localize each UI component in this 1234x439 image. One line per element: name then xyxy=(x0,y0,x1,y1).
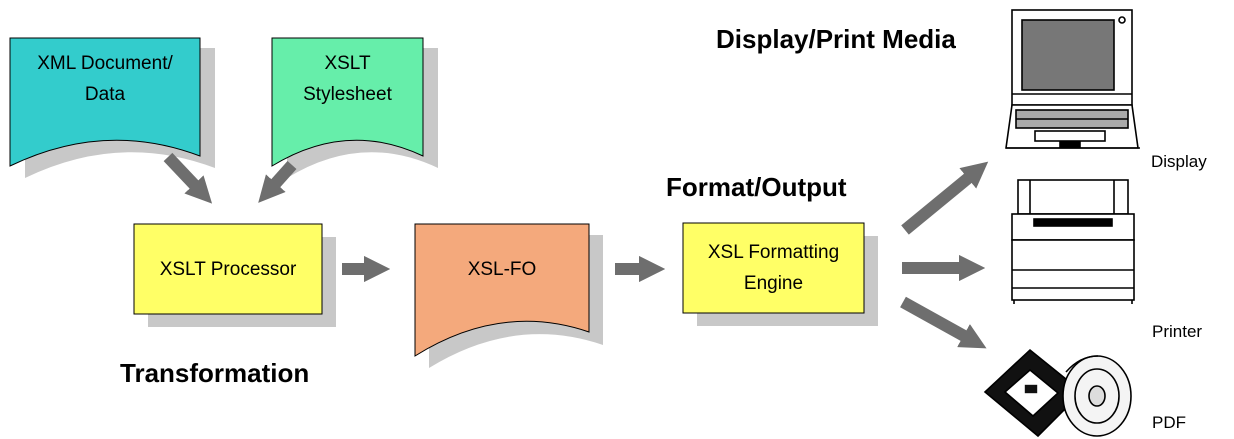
xslt-processor-node xyxy=(133,223,336,327)
printer-icon xyxy=(1011,179,1135,304)
flow-arrows xyxy=(163,152,989,349)
arrow-xml-to-processor xyxy=(163,152,213,204)
transformation-caption: Transformation xyxy=(120,358,310,388)
printer-caption: Printer xyxy=(1152,322,1203,341)
xslt-stylesheet-shape xyxy=(271,37,424,167)
xslt-processor-label: XSLT Processor xyxy=(159,258,297,280)
xml-document-node xyxy=(9,37,215,178)
xslt-processor-shape xyxy=(133,223,323,315)
formatting-engine-shape xyxy=(682,222,865,314)
arrow-engine-to-display xyxy=(901,161,989,235)
xml-document-label: XML Document/ Data xyxy=(37,53,173,105)
format-output-caption: Format/Output xyxy=(666,172,847,202)
xslt-stylesheet-label: XSLT Stylesheet xyxy=(303,53,392,105)
xml-document-shape xyxy=(9,37,201,167)
xslt-stylesheet-node xyxy=(271,37,438,178)
arrow-engine-to-pdf xyxy=(900,296,987,349)
disk-and-cd-icon xyxy=(983,348,1132,438)
display-caption: Display xyxy=(1151,152,1207,171)
xsl-fo-label: XSL-FO xyxy=(467,258,537,280)
formatting-engine-node xyxy=(682,222,878,326)
formatting-engine-label: XSL Formatting Engine xyxy=(707,242,840,294)
xsl-fo-node xyxy=(414,223,603,368)
display-print-media-caption: Display/Print Media xyxy=(716,24,956,54)
pdf-caption: PDF xyxy=(1152,413,1186,432)
xsl-fo-shape xyxy=(414,223,590,357)
laptop-icon xyxy=(1005,9,1140,149)
arrow-stylesheet-to-processor xyxy=(258,161,297,203)
